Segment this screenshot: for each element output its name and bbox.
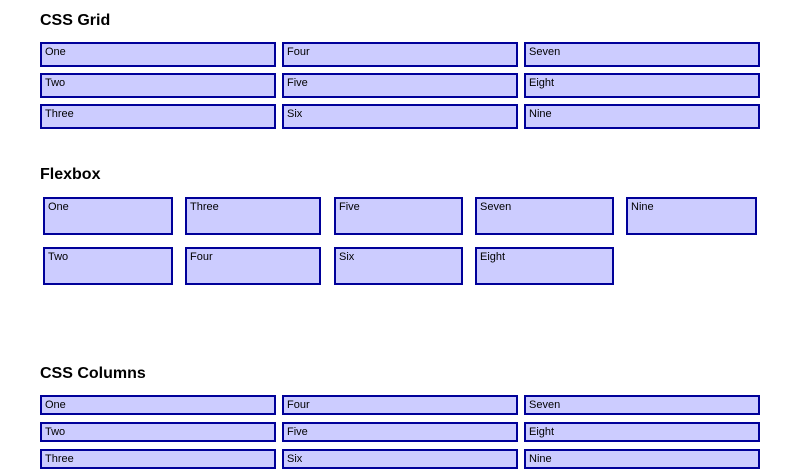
flexbox-section-title: Flexbox xyxy=(40,166,101,183)
item-box: One xyxy=(43,197,173,235)
item-box: Five xyxy=(282,73,518,98)
item-box: Two xyxy=(40,422,276,442)
item-box: Nine xyxy=(524,104,760,129)
item-box: Seven xyxy=(524,42,760,67)
item-box: Two xyxy=(43,247,173,285)
item-box: Three xyxy=(40,104,276,129)
item-box: Six xyxy=(334,247,463,285)
grid-section-title: CSS Grid xyxy=(40,12,111,29)
item-box: Four xyxy=(282,42,518,67)
item-box: Seven xyxy=(475,197,614,235)
item-box: One xyxy=(40,42,276,67)
item-box: Two xyxy=(40,73,276,98)
item-box: Seven xyxy=(524,395,760,415)
item-box: Eight xyxy=(475,247,614,285)
item-box: Four xyxy=(282,395,518,415)
columns-section-title: CSS Columns xyxy=(40,365,146,382)
item-box: Three xyxy=(40,449,276,469)
item-box: Three xyxy=(185,197,321,235)
item-box: One xyxy=(40,395,276,415)
item-box: Five xyxy=(282,422,518,442)
item-box: Nine xyxy=(626,197,757,235)
item-box: Five xyxy=(334,197,463,235)
item-box: Six xyxy=(282,449,518,469)
item-box: Nine xyxy=(524,449,760,469)
item-box: Four xyxy=(185,247,321,285)
item-box: Six xyxy=(282,104,518,129)
item-box: Eight xyxy=(524,73,760,98)
item-box: Eight xyxy=(524,422,760,442)
